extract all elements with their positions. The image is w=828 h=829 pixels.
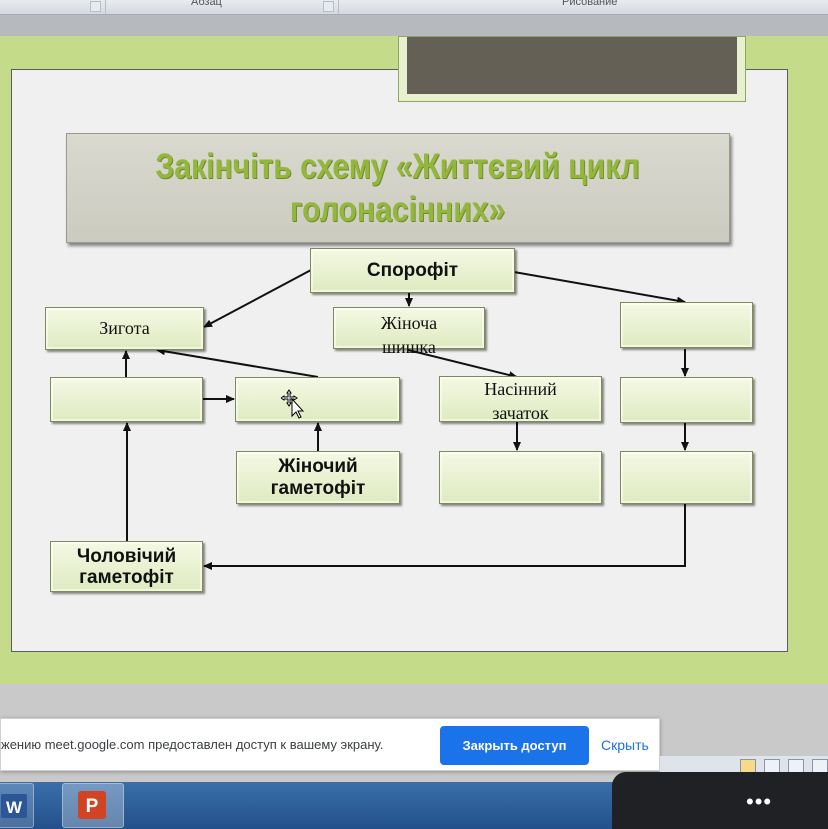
stop-sharing-button[interactable]: Закрыть доступ [440,726,589,765]
slide-title-line-1: Закінчіть схему «Життєвий цикл [155,147,641,186]
box-female-cone-line-1: Жіноча [380,313,438,333]
box-empty-bottom-middle[interactable] [439,451,602,504]
box-seed-bud-line-2: зачаток [492,403,549,423]
box-empty-right-2[interactable] [620,377,753,423]
svg-text:W: W [6,798,23,817]
box-seed-bud-label: Насінний зачаток [484,377,557,425]
box-female-gametophyte-label: Жіночий гаметофіт [271,456,366,500]
word-app-icon: W [1,794,27,818]
box-male-gametophyte[interactable]: Чоловічий гаметофіт [50,541,203,592]
arrow-middle-to-zygote [156,347,319,378]
notification-message: жению meet.google.com предоставлен досту… [1,737,384,752]
box-sporophyte[interactable]: Спорофіт [310,248,515,293]
dialog-launcher-icon[interactable] [323,1,334,12]
box-zygote-label: Зигота [99,318,150,338]
word-taskbar-button[interactable]: W [0,783,34,828]
box-female-cone-label: Жіноча шишка [381,311,437,359]
box-empty-middle[interactable] [235,377,400,422]
box-male-gametophyte-line-1: Чоловічий [76,545,177,567]
editor-background [0,15,828,36]
box-empty-right-1[interactable] [620,302,753,348]
arrow-right-column-to-male-gametophyte [203,504,686,570]
box-seed-bud[interactable]: Насінний зачаток [439,376,602,425]
slide-photo [407,37,737,94]
svg-text:P: P [86,796,99,817]
box-male-gametophyte-label: Чоловічий гаметофіт [77,546,176,588]
ribbon-separator [105,0,106,14]
ribbon-separator [338,0,339,14]
arrow-sporophyte-to-right-column [513,271,686,305]
ribbon-group-paragraph-label: Абзац [191,0,222,8]
ribbon-group-drawing-label: Рисование [562,0,618,8]
slide-title: Закінчіть схему «Життєвий цикл голонасін… [156,145,640,231]
box-zygote[interactable]: Зигота [45,307,204,350]
box-female-gametophyte-line-2: гаметофіт [270,477,366,499]
box-male-gametophyte-line-2: гаметофіт [79,566,174,588]
slide-title-line-2: голонасінних» [290,190,506,229]
arrow-female-cone-to-seed-bud [407,349,518,379]
meet-more-panel[interactable]: ••• [612,772,828,829]
screen-share-notification: жению meet.google.com предоставлен досту… [0,718,660,771]
slide-title-box[interactable]: Закінчіть схему «Життєвий цикл голонасін… [66,133,730,243]
more-options-icon[interactable]: ••• [746,789,773,814]
box-empty-left[interactable] [50,377,203,422]
dialog-launcher-icon[interactable] [90,1,101,12]
hide-button[interactable]: Скрыть [601,737,649,753]
box-sporophyte-label: Спорофіт [366,259,459,281]
box-female-gametophyte[interactable]: Жіночий гаметофіт [236,451,400,504]
powerpoint-app-icon: P [78,791,106,819]
ribbon-group-bar: Абзац Рисование [0,0,828,15]
box-female-cone[interactable]: Жіноча шишка [333,307,485,357]
box-empty-right-3[interactable] [620,451,753,504]
arrow-sporophyte-to-zygote [203,269,312,328]
move-cursor-icon [281,389,305,419]
box-seed-bud-line-1: Насінний [484,379,557,399]
slide-photo-frame[interactable] [398,36,746,102]
box-female-cone-line-2: шишка [382,337,436,357]
powerpoint-taskbar-button[interactable]: P [62,783,124,828]
box-female-gametophyte-line-1: Жіночий [278,455,358,477]
